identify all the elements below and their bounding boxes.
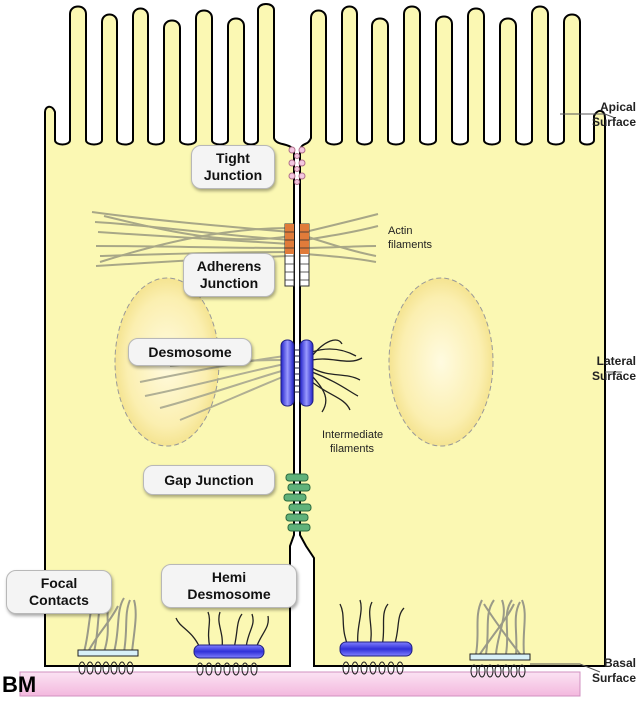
apical-surface-label-line1: Apical <box>599 100 636 114</box>
lateral-surface-label-line2: Surface <box>591 369 636 383</box>
gap-junction-connexons <box>283 473 312 532</box>
intermediate-filaments-label-line2: filaments <box>330 443 375 455</box>
adherens-junction-label-line2: Junction <box>199 275 259 291</box>
actin-filaments-label: Actin filaments <box>388 224 432 252</box>
tight-junction-label: Tight Junction <box>191 145 275 189</box>
focal-contacts-label-line2: Contacts <box>29 592 89 608</box>
desmosome-label: Desmosome <box>128 338 252 366</box>
tight-junction-beads <box>288 146 306 185</box>
basement-membrane-band <box>19 671 581 697</box>
focal-contacts-label-line1: Focal <box>40 575 78 591</box>
basement-membrane-label-text: BM <box>2 672 37 697</box>
focal-contact-right <box>469 599 531 678</box>
actin-filament-bundle-left <box>91 211 291 267</box>
adherens-junction-label: Adherens Junction <box>183 253 275 297</box>
actin-filaments-label-line1: Actin <box>388 225 413 237</box>
hemidesmosome-label-line2: Desmosome <box>187 586 271 602</box>
basement-membrane-label: BM <box>2 672 36 698</box>
intermediate-filaments-right <box>311 339 363 413</box>
lateral-surface-label: Lateral Surface <box>570 354 636 384</box>
intermediate-filaments-label: Intermediate filaments <box>322 428 383 456</box>
apical-surface-label: Apical Surface <box>570 100 636 130</box>
gap-junction-label-text: Gap Junction <box>164 471 254 488</box>
desmosome-label-text: Desmosome <box>148 343 232 360</box>
basal-surface-label-line1: Basal <box>603 656 636 670</box>
focal-contacts-label: Focal Contacts <box>6 570 112 614</box>
hemidesmosome-label: Hemi Desmosome <box>161 564 297 608</box>
right-nucleus <box>388 277 494 447</box>
intermediate-filaments-label-line1: Intermediate <box>322 429 384 441</box>
adherens-junction-plaques <box>284 223 310 287</box>
hemidesmosome-left <box>175 611 269 676</box>
surface-pointer-lines <box>530 113 622 673</box>
adherens-junction-label-line1: Adherens <box>196 258 262 274</box>
desmosome-plaques <box>280 339 314 407</box>
hemidesmosome-label-line1: Hemi <box>211 569 247 585</box>
apical-surface-label-line2: Surface <box>591 115 636 129</box>
tight-junction-label-line2: Junction <box>203 167 263 183</box>
basal-surface-label-line2: Surface <box>591 671 636 685</box>
basal-surface-label: Basal Surface <box>570 656 636 686</box>
actin-filament-bundle-right <box>304 213 379 263</box>
tight-junction-label-line1: Tight <box>216 150 250 166</box>
hemidesmosome-right <box>339 599 413 675</box>
actin-filaments-label-line2: filaments <box>388 239 433 251</box>
gap-junction-label: Gap Junction <box>143 465 275 495</box>
lateral-surface-label-line1: Lateral <box>596 354 636 368</box>
